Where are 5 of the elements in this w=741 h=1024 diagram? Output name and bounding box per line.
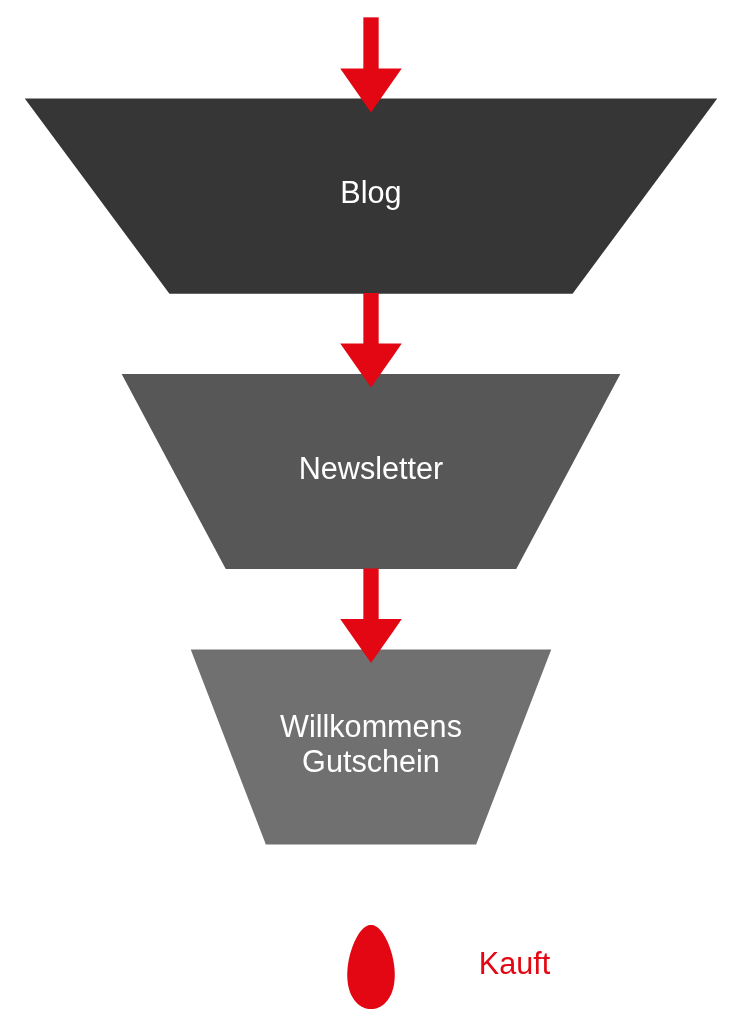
node-label: Kauft bbox=[478, 946, 550, 981]
arrow bbox=[339, 293, 402, 388]
arrow bbox=[339, 568, 402, 664]
arrow bbox=[339, 17, 402, 113]
node-person bbox=[346, 924, 395, 1010]
